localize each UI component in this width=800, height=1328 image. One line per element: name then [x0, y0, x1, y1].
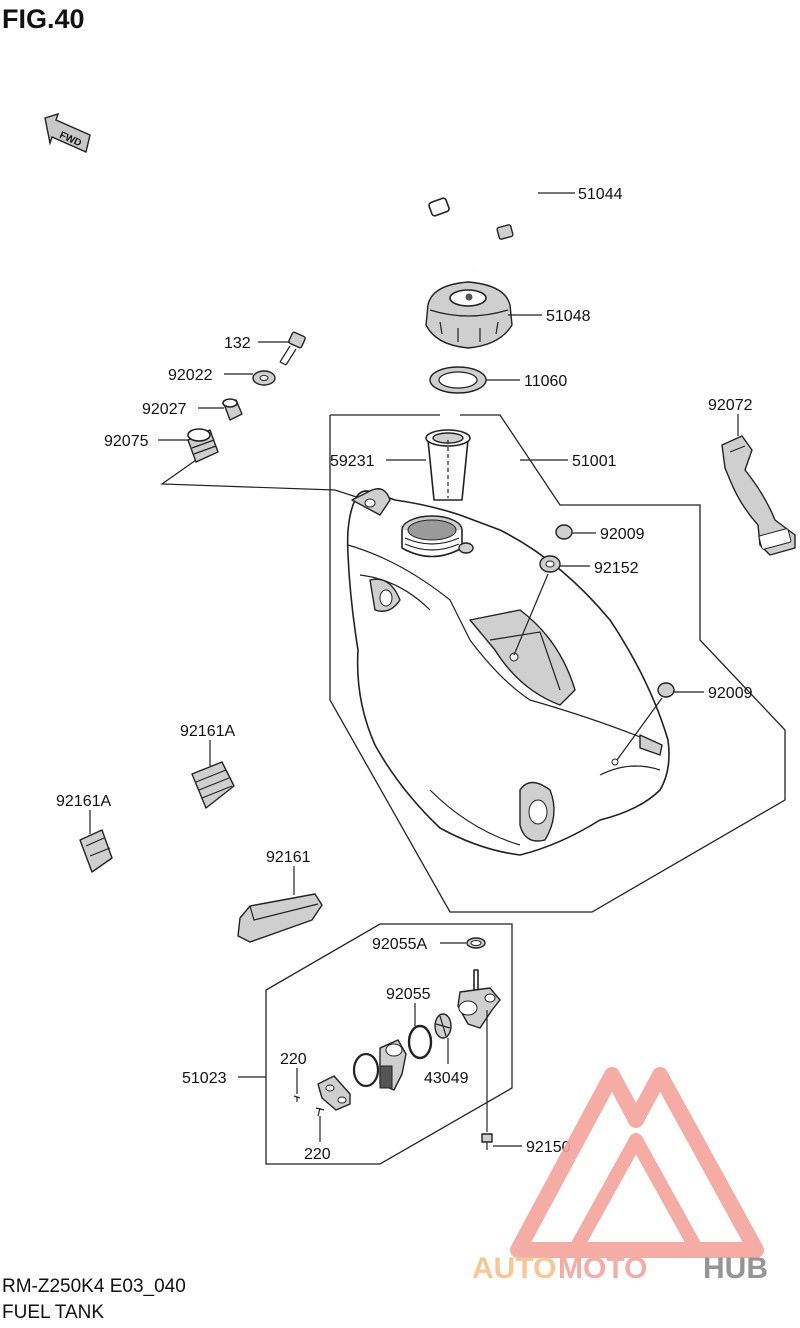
label-92009-lower: 92009: [708, 685, 753, 702]
part-51001-fuel-tank: [346, 488, 670, 856]
part-92009-upper-cap-bolt: [555, 524, 573, 540]
part-fuel-cock-lever: [352, 1039, 407, 1091]
label-11060: 11060: [524, 373, 567, 390]
label-51048: 51048: [546, 308, 591, 325]
label-92075: 92075: [104, 433, 149, 450]
label-92055A: 92055A: [372, 936, 427, 953]
label-51023: 51023: [182, 1070, 227, 1087]
part-59231-fuel-filter: [425, 429, 471, 501]
automotohub-watermark-logo: AUTO MOTO HUB: [472, 1067, 768, 1285]
part-92027-collar: [222, 398, 243, 421]
watermark-text-auto: AUTO: [472, 1252, 556, 1285]
part-92072-tank-strap: [721, 435, 796, 556]
part-92055-o-ring: [407, 1024, 433, 1060]
label-92161A-lower: 92161A: [56, 793, 111, 810]
label-92072: 92072: [708, 397, 753, 414]
part-92161-cushion: [237, 893, 323, 943]
label-92055: 92055: [386, 986, 431, 1003]
part-51044-breather-hose: [428, 177, 541, 271]
model-code: RM-Z250K4 E03_040: [2, 1276, 186, 1297]
part-92161A-upper-cushion: [191, 761, 235, 809]
label-92152: 92152: [594, 560, 639, 577]
section-name: FUEL TANK: [2, 1302, 105, 1323]
part-92075-grommet: [187, 428, 219, 463]
label-220-lower: 220: [304, 1146, 331, 1163]
part-fuel-cock-body: [457, 969, 501, 1029]
label-92150: 92150: [526, 1139, 571, 1156]
part-92009-lower-cap-bolt: [657, 682, 675, 698]
part-220-lower-screw: [315, 1107, 325, 1117]
part-11060-cap-gasket: [429, 366, 487, 394]
label-92022: 92022: [168, 367, 213, 384]
label-92161: 92161: [266, 849, 311, 866]
part-92161A-lower-cushion: [79, 829, 113, 873]
label-51044: 51044: [578, 186, 623, 203]
part-92150-screw: [481, 1133, 493, 1150]
label-132: 132: [224, 335, 251, 352]
label-51001: 51001: [572, 453, 617, 470]
label-92009-upper: 92009: [600, 526, 645, 543]
watermark-text-moto: MOTO: [558, 1252, 647, 1285]
part-43049-strainer: [434, 1013, 452, 1039]
part-132-bolt: [279, 331, 306, 366]
label-43049: 43049: [424, 1070, 469, 1087]
label-92161A-upper: 92161A: [180, 723, 235, 740]
part-220-upper-screw: [293, 1095, 301, 1102]
figure-title: FIG.40: [2, 4, 85, 34]
label-59231: 59231: [330, 453, 375, 470]
part-92022-washer: [252, 370, 276, 386]
part-fuel-cock-plate: [317, 1075, 351, 1111]
part-92152-cushion: [539, 555, 561, 573]
label-220-upper: 220: [280, 1051, 307, 1068]
label-92027: 92027: [142, 401, 187, 418]
part-92055A-o-ring: [466, 937, 486, 949]
forward-direction-arrow: FWD: [44, 112, 91, 153]
watermark-text-hub: HUB: [703, 1252, 768, 1285]
part-51048-fuel-cap: [425, 281, 513, 349]
